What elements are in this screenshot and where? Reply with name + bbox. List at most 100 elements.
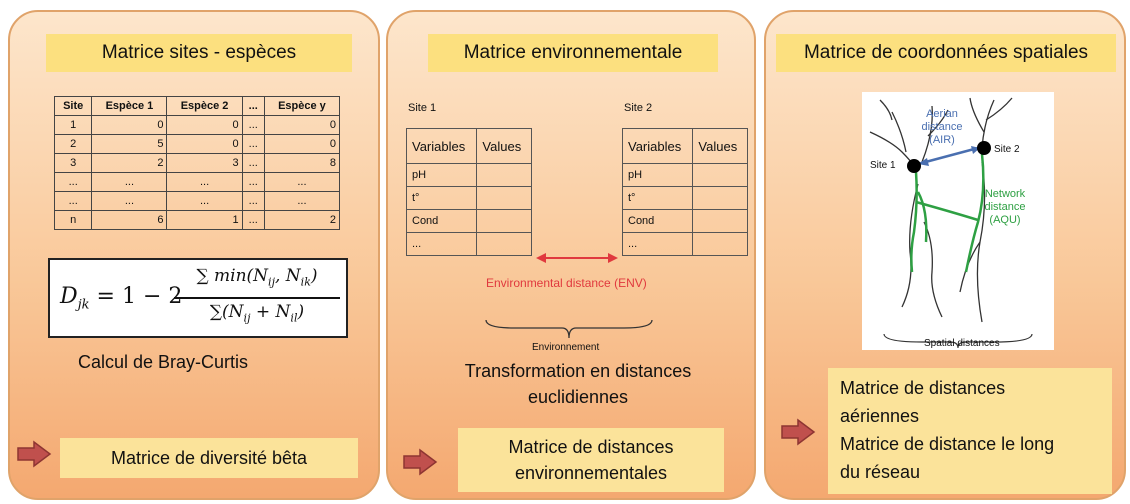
label-line: distance <box>921 121 963 133</box>
column-header: Values <box>692 128 748 164</box>
site2-label: Site 2 <box>624 102 653 114</box>
table-row: Cond <box>405 209 532 233</box>
table-cell <box>692 232 748 256</box>
output-line: aériennes <box>840 406 920 426</box>
table-row: ... ... ... ... ... <box>53 172 341 192</box>
column-header: Espèce 2 <box>166 96 243 116</box>
table-cell: 6 <box>91 210 168 230</box>
table-cell: ... <box>53 191 93 211</box>
table-cell: ... <box>621 232 694 256</box>
table-row: n 6 1 ... 2 <box>53 210 341 230</box>
table-cell <box>476 163 532 187</box>
column-header: Variables <box>621 128 694 164</box>
table-cell: 1 <box>53 115 93 135</box>
panel-title: Matrice sites - espèces <box>46 34 352 72</box>
table-header-row: Variables Values <box>405 128 532 164</box>
label-line: Network <box>984 188 1026 200</box>
table-cell: 0 <box>91 115 168 135</box>
column-header: ... <box>241 96 265 116</box>
spatial-distance-figure: Aerian distance (AIR) Site 1 Site 2 Netw… <box>862 92 1054 350</box>
table-row: ... <box>621 232 748 256</box>
panel-title: Matrice environnementale <box>428 34 718 72</box>
table-cell: ... <box>241 191 265 211</box>
site1-label: Site 1 <box>408 102 437 114</box>
table-cell: 1 <box>166 210 243 230</box>
panel-environnementale: Matrice environnementale Site 1 Site 2 V… <box>386 10 756 500</box>
table-cell: ... <box>241 210 265 230</box>
table-cell: 0 <box>166 115 243 135</box>
table-cell: ... <box>263 191 341 211</box>
table-cell: 8 <box>263 153 341 173</box>
table-row: t° <box>405 186 532 210</box>
output-line: Matrice de distance le long <box>840 434 1055 454</box>
site1-env-table: Variables Values pH t° Cond ... <box>405 128 532 256</box>
site2-label: Site 2 <box>994 144 1020 155</box>
table-cell: t° <box>621 186 694 210</box>
table-cell: 2 <box>53 134 93 154</box>
table-row: pH <box>621 163 748 187</box>
site2-marker <box>977 141 991 155</box>
output-line: Matrice de distances <box>840 378 1006 398</box>
table-cell: ... <box>241 115 265 135</box>
arrow-right-icon <box>403 448 438 476</box>
table-cell: 3 <box>166 153 243 173</box>
brace-icon <box>485 319 653 339</box>
column-header: Espèce y <box>263 96 341 116</box>
table-row: 2 5 0 ... 0 <box>53 134 341 154</box>
transformation-label: Transformation en distances euclidiennes <box>464 361 692 407</box>
table-cell: ... <box>166 191 243 211</box>
table-header-row: Variables Values <box>621 128 748 164</box>
table-cell: t° <box>405 186 478 210</box>
table-cell: 2 <box>263 210 341 230</box>
table-cell: ... <box>241 172 265 192</box>
panel-title: Matrice de coordonnées spatiales <box>776 34 1116 72</box>
formula-lhs: Djk = 1 − 2 <box>60 284 183 313</box>
column-header: Values <box>476 128 532 164</box>
arrow-right-icon <box>781 418 816 446</box>
table-cell <box>692 186 748 210</box>
table-cell: ... <box>241 134 265 154</box>
site2-env-table: Variables Values pH t° Cond ... <box>621 128 748 256</box>
output-line: Matrice de distances <box>508 437 674 457</box>
output-box: Matrice de distances environnementales <box>458 428 724 492</box>
river-network-drawing <box>869 97 1033 349</box>
table-cell: ... <box>405 232 478 256</box>
table-cell: pH <box>405 163 478 187</box>
table-cell: ... <box>91 191 168 211</box>
network-distance-label: Network distance (AQU) <box>974 188 1036 227</box>
table-cell: ... <box>53 172 93 192</box>
site1-marker <box>907 159 921 173</box>
output-line: environnementales <box>514 463 668 483</box>
method-label: Calcul de Bray-Curtis <box>78 352 249 372</box>
table-cell: pH <box>621 163 694 187</box>
site1-label: Site 1 <box>870 160 896 171</box>
spatial-distances-label: Spatial distances <box>924 338 1000 349</box>
column-header: Variables <box>405 128 478 164</box>
table-cell: 5 <box>91 134 168 154</box>
table-cell: 0 <box>263 115 341 135</box>
output-line: du réseau <box>840 462 921 482</box>
panel-sites-especes: Matrice sites - espèces Site Espèce 1 Es… <box>8 10 380 500</box>
table-cell: ... <box>263 172 341 192</box>
environmental-distance-label: Environmental distance (ENV) <box>486 276 647 290</box>
table-cell: Cond <box>621 209 694 233</box>
site-species-table: Site Espèce 1 Espèce 2 ... Espèce y 1 0 … <box>53 96 341 230</box>
column-header: Espèce 1 <box>91 96 168 116</box>
label-line: Aerian <box>926 108 958 120</box>
table-row: 1 0 0 ... 0 <box>53 115 341 135</box>
table-cell <box>476 186 532 210</box>
table-cell <box>692 163 748 187</box>
output-box: Matrice de distances aériennes Matrice d… <box>828 368 1112 494</box>
table-row: Cond <box>621 209 748 233</box>
table-cell: 0 <box>166 134 243 154</box>
table-cell: n <box>53 210 93 230</box>
column-header: Site <box>53 96 93 116</box>
output-box: Matrice de diversité bêta <box>60 438 358 478</box>
arrow-right-icon <box>17 440 52 468</box>
bray-curtis-formula: Djk = 1 − 2 ∑ min(Nij, Nik) ∑(Nij + Nil) <box>48 258 348 338</box>
label-line: distance <box>984 201 1026 213</box>
table-cell: 0 <box>263 134 341 154</box>
table-cell: ... <box>166 172 243 192</box>
table-cell <box>476 232 532 256</box>
table-cell <box>476 209 532 233</box>
